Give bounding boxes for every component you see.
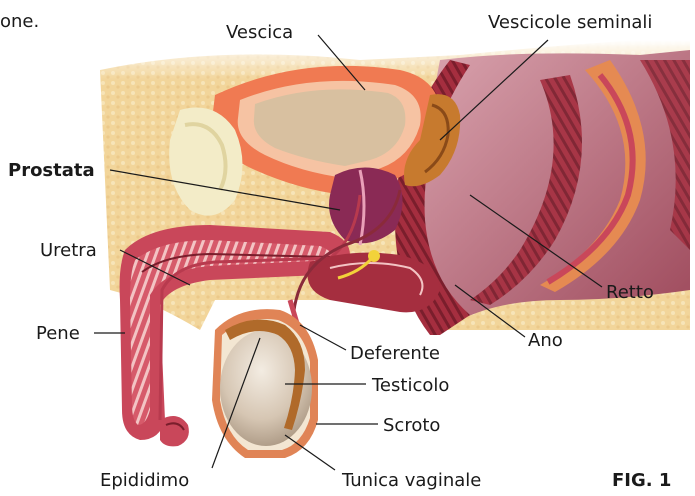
label-retto: Retto	[606, 282, 654, 303]
label-uretra: Uretra	[40, 240, 97, 261]
label-pene: Pene	[36, 323, 80, 344]
page-fragment-text: one.	[0, 11, 39, 32]
rectum-region	[424, 50, 690, 320]
label-testicolo: Testicolo	[371, 375, 449, 396]
label-vescicole-seminali: Vescicole seminali	[488, 12, 652, 33]
label-ano: Ano	[528, 330, 563, 351]
label-epididimo: Epididimo	[100, 470, 189, 491]
label-deferente: Deferente	[350, 343, 440, 364]
figure-label: FIG. 1	[612, 470, 671, 491]
label-tunica-vaginale: Tunica vaginale	[341, 470, 481, 491]
label-prostata: Prostata	[8, 160, 95, 181]
label-vescica: Vescica	[226, 22, 293, 43]
label-scroto: Scroto	[383, 415, 440, 436]
